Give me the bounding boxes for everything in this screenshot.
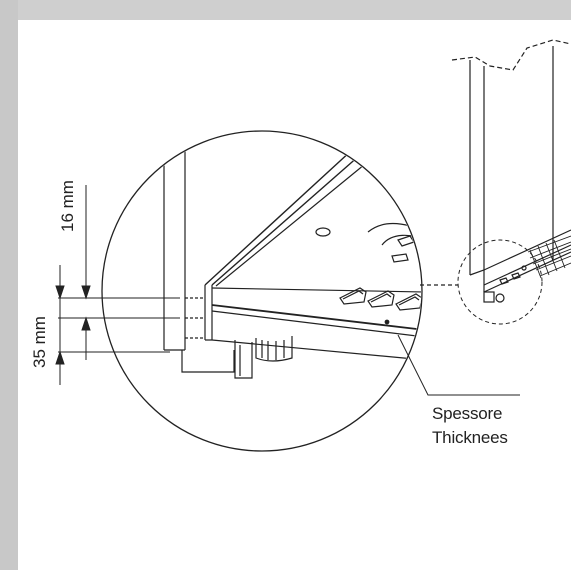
detail-magnifier	[101, 130, 423, 452]
dim-label-35mm: 35 mm	[30, 316, 49, 368]
appliance-overview	[451, 39, 571, 325]
dim-label-16mm: 16 mm	[58, 180, 77, 232]
drawing-canvas	[18, 20, 571, 570]
thickness-callout	[397, 334, 520, 396]
top-border	[0, 0, 571, 20]
dimension-lines	[55, 185, 180, 385]
callout-label-italian: Spessore	[432, 404, 503, 423]
callout-label-english: Thicknees	[432, 428, 508, 447]
left-border	[0, 0, 18, 570]
